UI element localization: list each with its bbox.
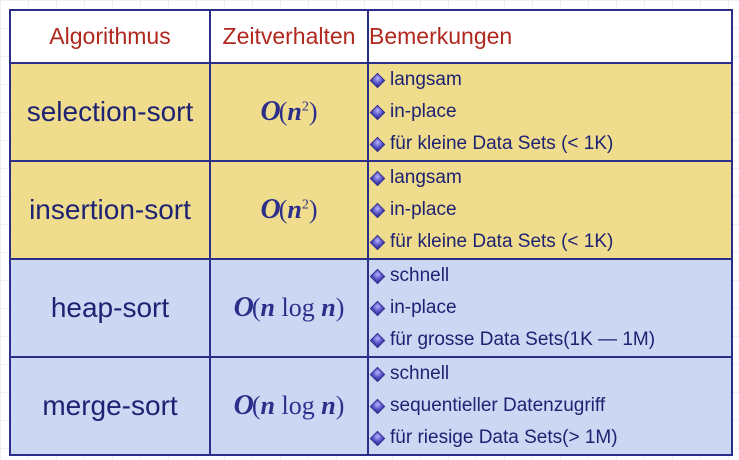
complexity-cell: O(n2): [209, 160, 369, 260]
table-row: selection-sort O(n2) langsam in-place fü…: [9, 62, 733, 162]
diamond-bullet-icon: [371, 269, 384, 283]
diamond-bullet-icon: [371, 367, 384, 381]
diamond-bullet-icon: [371, 203, 384, 217]
list-item: in-place: [369, 292, 731, 324]
list-item: sequentieller Datenzugriff: [369, 390, 731, 422]
list-item: in-place: [369, 194, 731, 226]
notes-cell: langsam in-place für kleine Data Sets (<…: [367, 62, 733, 162]
complexity-cell: O(n log n): [209, 258, 369, 358]
diamond-bullet-icon: [371, 73, 384, 87]
list-item: langsam: [369, 64, 731, 96]
notes-cell: schnell in-place für grosse Data Sets(1K…: [367, 258, 733, 358]
list-item: schnell: [369, 260, 731, 292]
header-algorithm: Algorithmus: [9, 9, 211, 64]
list-item: für riesige Data Sets(> 1M): [369, 422, 731, 454]
header-row: Algorithmus Zeitverhalten Bemerkungen: [9, 9, 733, 64]
table-row: heap-sort O(n log n) schnell in-place fü…: [9, 258, 733, 358]
list-item: für grosse Data Sets(1K — 1M): [369, 324, 731, 356]
diamond-bullet-icon: [371, 137, 384, 151]
header-notes: Bemerkungen: [367, 9, 733, 64]
algorithm-name: merge-sort: [9, 356, 211, 456]
list-item: für kleine Data Sets (< 1K): [369, 128, 731, 160]
diamond-bullet-icon: [371, 399, 384, 413]
list-item: schnell: [369, 358, 731, 390]
list-item: in-place: [369, 96, 731, 128]
algorithm-name: heap-sort: [9, 258, 211, 358]
diamond-bullet-icon: [371, 171, 384, 185]
list-item: langsam: [369, 162, 731, 194]
complexity-cell: O(n2): [209, 62, 369, 162]
list-item: für kleine Data Sets (< 1K): [369, 226, 731, 258]
table-row: insertion-sort O(n2) langsam in-place fü…: [9, 160, 733, 260]
diamond-bullet-icon: [371, 105, 384, 119]
diamond-bullet-icon: [371, 301, 384, 315]
diamond-bullet-icon: [371, 431, 384, 445]
algorithm-name: selection-sort: [9, 62, 211, 162]
header-time: Zeitverhalten: [209, 9, 369, 64]
notes-cell: schnell sequentieller Datenzugriff für r…: [367, 356, 733, 456]
algorithm-name: insertion-sort: [9, 160, 211, 260]
complexity-cell: O(n log n): [209, 356, 369, 456]
sorting-complexity-table: Algorithmus Zeitverhalten Bemerkungen se…: [9, 9, 733, 456]
notes-cell: langsam in-place für kleine Data Sets (<…: [367, 160, 733, 260]
diamond-bullet-icon: [371, 333, 384, 347]
table-row: merge-sort O(n log n) schnell sequentiel…: [9, 356, 733, 456]
diamond-bullet-icon: [371, 235, 384, 249]
